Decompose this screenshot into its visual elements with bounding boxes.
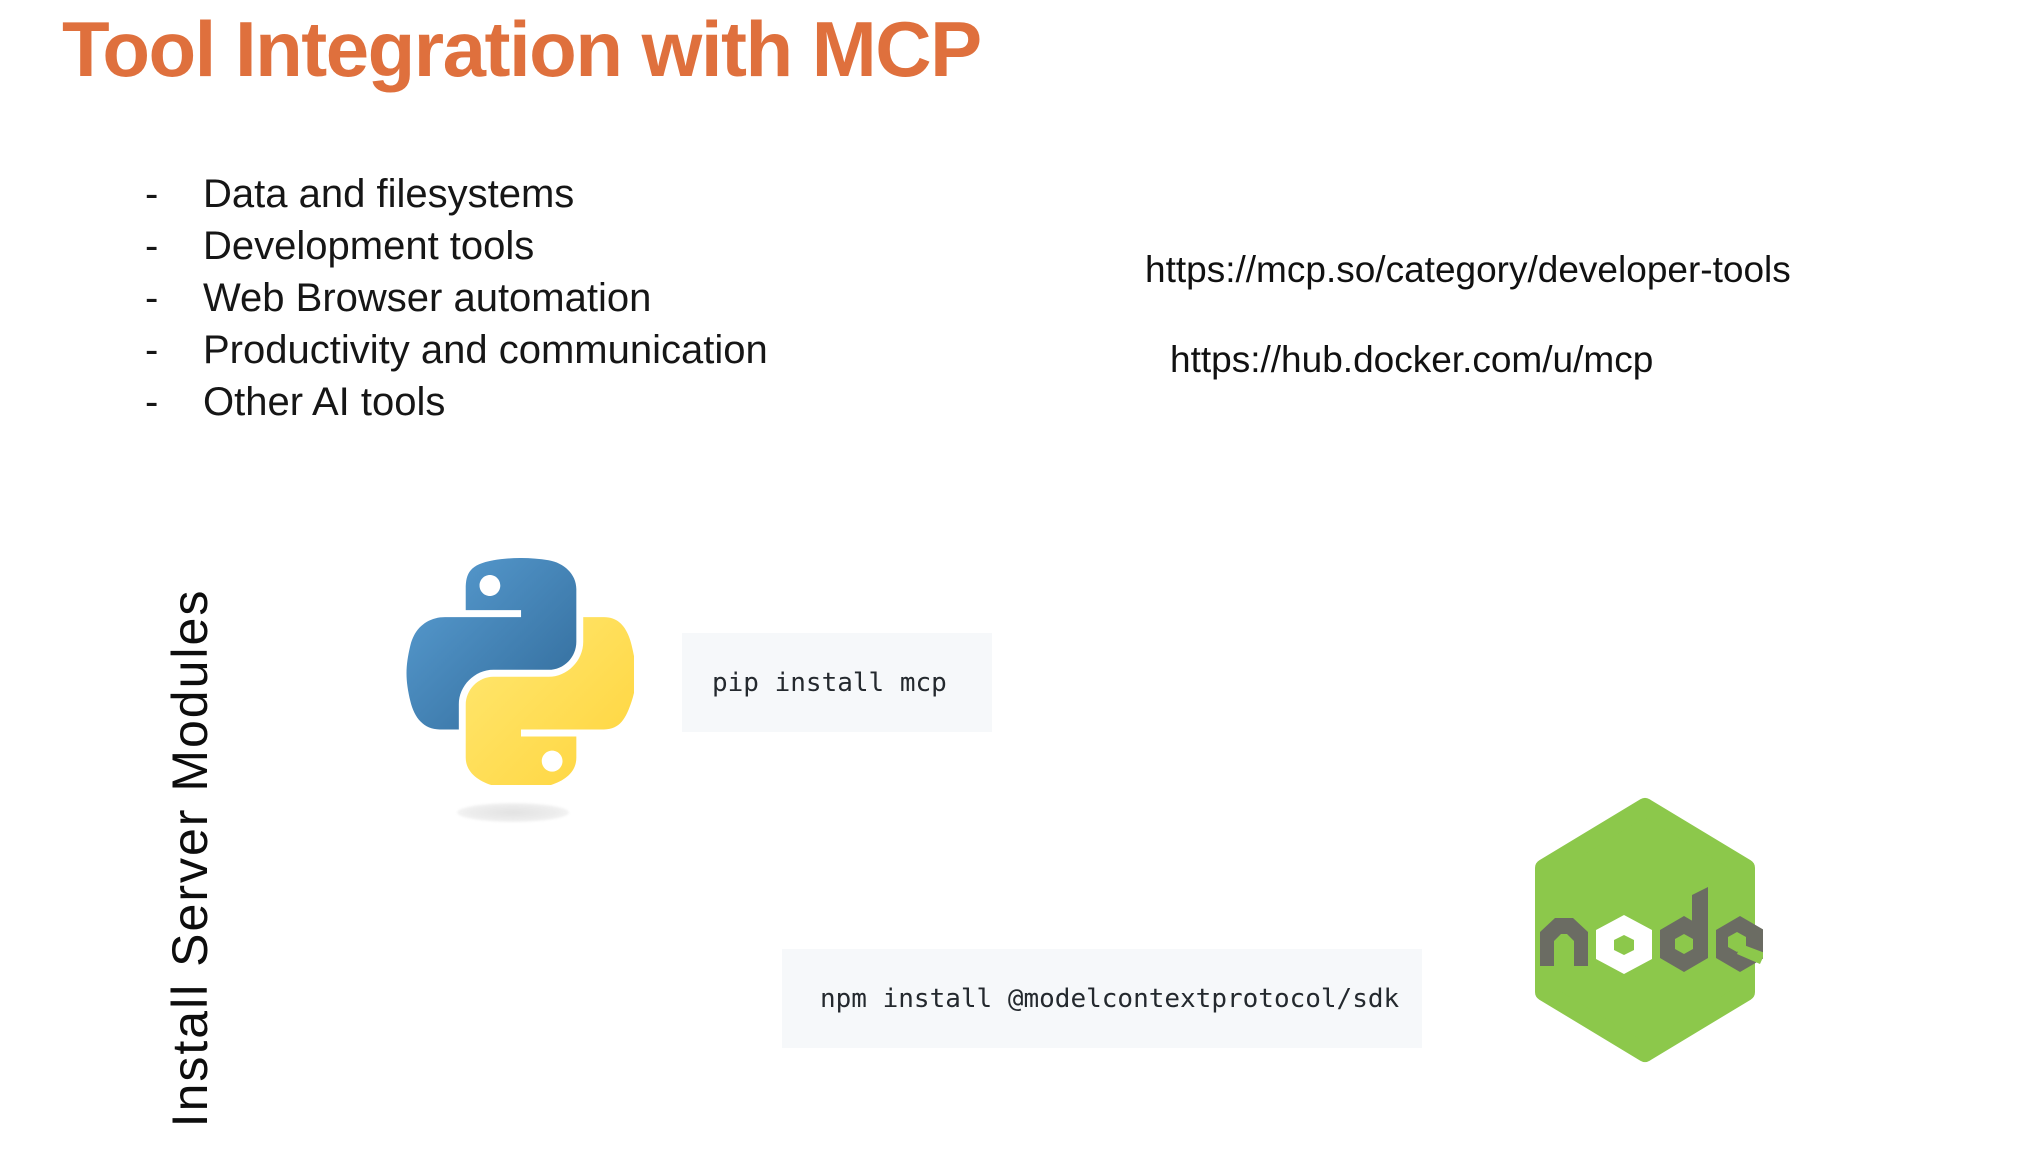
python-logo-blue-snake (406, 558, 577, 730)
list-item: - Data and filesystems (145, 168, 768, 220)
bullet-text: Productivity and communication (203, 328, 768, 372)
list-item: - Productivity and communication (145, 324, 768, 376)
bullet-text: Data and filesystems (203, 172, 575, 216)
python-logo-shadow (457, 803, 569, 822)
list-item: - Development tools (145, 220, 768, 272)
python-logo-yellow-snake (465, 617, 634, 785)
code-block-npm: npm install @modelcontextprotocol/sdk (782, 949, 1422, 1048)
bullet-marker: - (145, 276, 159, 320)
nodejs-letter-n (1540, 918, 1588, 966)
nodejs-logo (1535, 798, 1763, 1062)
nodejs-letter-d-hole (1675, 934, 1693, 954)
page-title: Tool Integration with MCP (62, 5, 982, 93)
code-text-npm: npm install @modelcontextprotocol/sdk (820, 983, 1400, 1014)
list-item: - Other AI tools (145, 376, 768, 428)
bullet-marker: - (145, 328, 159, 372)
code-text-pip: pip install mcp (712, 667, 947, 698)
bullet-marker: - (145, 380, 159, 424)
section-label-install-server-modules: Install Server Modules (162, 588, 218, 1128)
bullet-text: Development tools (203, 224, 535, 268)
bullet-text: Other AI tools (203, 380, 446, 424)
bullet-list: - Data and filesystems - Development too… (145, 168, 768, 428)
nodejs-letter-e-slot (1737, 944, 1763, 964)
bullet-marker: - (145, 172, 159, 216)
link-docker-hub-mcp[interactable]: https://hub.docker.com/u/mcp (1170, 339, 1654, 380)
link-mcp-so-developer-tools[interactable]: https://mcp.so/category/developer-tools (1145, 249, 1791, 290)
nodejs-letter-d (1660, 887, 1708, 972)
code-block-pip: pip install mcp (682, 633, 992, 732)
python-logo (406, 558, 634, 785)
bullet-marker: - (145, 224, 159, 268)
list-item: - Web Browser automation (145, 272, 768, 324)
bullet-text: Web Browser automation (203, 276, 652, 320)
nodejs-letter-o (1596, 915, 1652, 974)
